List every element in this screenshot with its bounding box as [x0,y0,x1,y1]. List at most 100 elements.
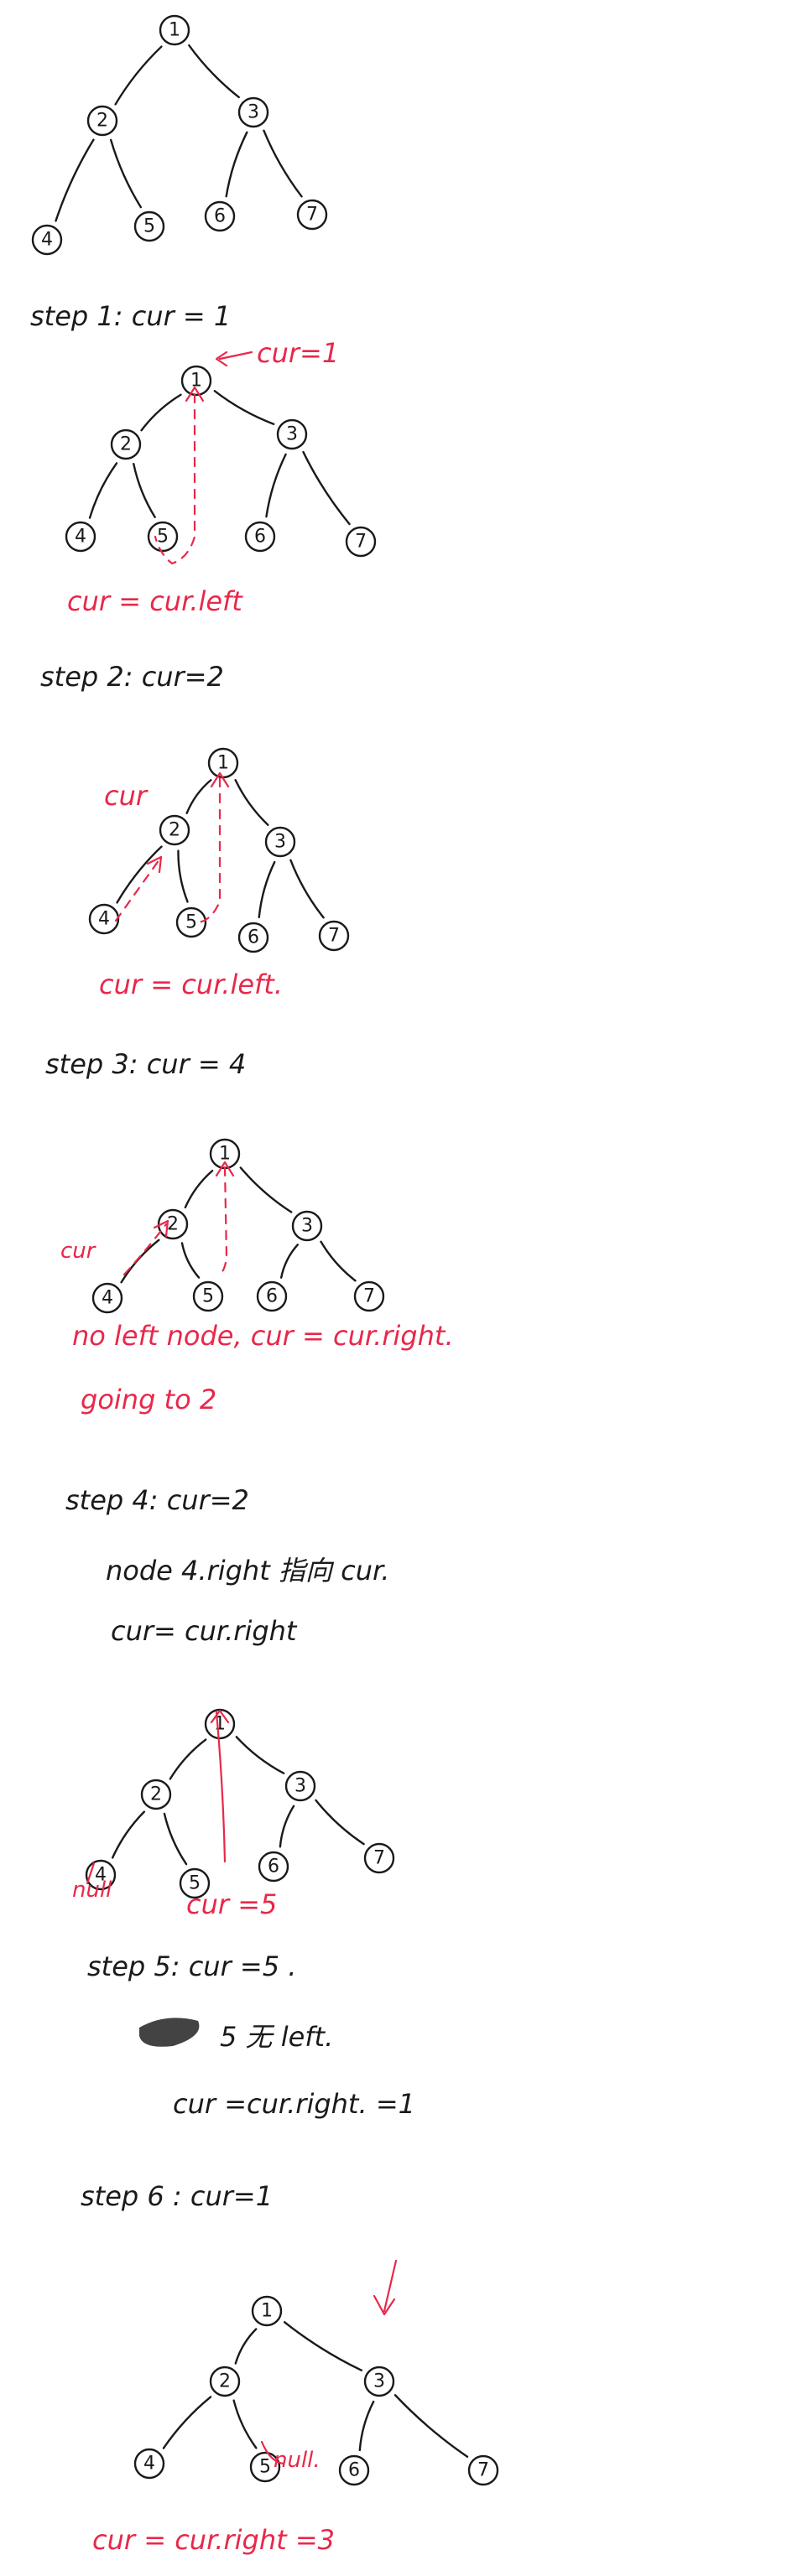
tree-step2-node-n4 [88,903,120,935]
tree-step3-node-n6 [256,1280,288,1312]
step6-annotation-cur: cur = cur.right =3 [92,2524,335,2556]
step1-annotation-move: cur = cur.left [67,585,243,617]
step5-heading: step 5: cur =5 . [87,1950,296,1982]
tree-step4-node-n4 [85,1859,117,1891]
tree-step2-node-n3-label: 3 [274,832,286,853]
step4-thread-line [215,1711,227,1863]
tree-step2-node-n6 [237,922,269,953]
tree-step3-node-n7-label: 7 [363,1286,375,1307]
tree-step4-edge-n2-n4 [111,1810,146,1859]
tree-step2-node-n5 [175,906,207,938]
tree-initial-node-n5 [133,210,165,242]
tree-step6-edge-n2-n4 [162,2396,212,2449]
tree-step3-node-n4-label: 4 [102,1288,113,1309]
tree-initial-node-n1-label: 1 [169,20,180,41]
tree-step1-node-n2 [110,428,142,460]
tree-step3-node-n3-label: 3 [301,1216,313,1237]
tree-step4-node-n6-label: 6 [268,1857,279,1877]
tree-step1-node-n7 [345,526,377,558]
tree-initial-node-n3 [237,96,269,128]
tree-step2-edge-n3-n6 [258,860,276,919]
tree-step4-node-n7 [363,1842,395,1874]
tree-step2-node-n5-label: 5 [185,912,197,933]
step6-pointer-head [373,2294,396,2316]
step4-line-1: node 4.right 指向 cur. [106,1555,389,1587]
step1-arrowhead [185,386,205,402]
tree-step1-edge-n3-n7 [302,450,351,526]
tree-step2-node-n6-label: 6 [248,927,259,948]
tree-step2-node-n4-label: 4 [98,909,110,930]
tree-step3-node-n6-label: 6 [266,1286,278,1307]
tree-initial-node-n3-label: 3 [248,102,259,123]
tree-step3-node-n4 [91,1282,123,1314]
step2-arrowhead [210,771,230,788]
tree-step6-node-n2-label: 2 [219,2371,231,2392]
step4-heading: step 4: cur=2 [65,1484,249,1516]
tree-initial-node-n2 [86,105,118,137]
step2-annotation-cur: cur [104,780,149,812]
tree-step6-node-n1 [251,2295,283,2327]
step2-heading: step 2: cur=2 [40,661,224,693]
tree-step3-node-n7 [353,1280,385,1312]
step4-annotation-cur: cur =5 [186,1888,277,1920]
tree-step6-edge-n2-n5 [232,2399,258,2449]
step3-annotation-cur: cur [60,1239,97,1264]
step6-null-tick [260,2440,285,2465]
tree-step6-node-n5-label: 5 [259,2457,271,2478]
tree-step2-node-n7 [318,920,350,952]
step4-annotation-null: null [72,1877,112,1903]
tree-initial-node-n7-label: 7 [306,205,318,226]
tree-step6-node-n6 [338,2454,370,2486]
tree-step4-edge-n1-n2 [169,1738,207,1780]
tree-step1-node-n6 [244,521,276,553]
step1-cur-pointer-head [215,351,228,367]
tree-initial-edge-n1-n3 [188,44,240,99]
tree-step2-edge-n1-n3 [234,779,269,826]
step5-line-2: cur =cur.right. =1 [173,2088,415,2120]
step3-thread-4-2-head [153,1219,169,1238]
step2-thread-4-2 [114,858,161,922]
tree-step1-node-n7-label: 7 [355,532,367,553]
tree-initial-edge-n2-n4 [55,138,95,222]
tree-step1-node-n4-label: 4 [75,527,86,548]
tree-step6-edge-n1-n2 [234,2328,258,2365]
tree-step2-node-n3 [264,826,296,858]
tree-step6-edge-n3-n7 [394,2394,469,2458]
tree-initial-node-n5-label: 5 [143,216,155,237]
step1-annotation-cur: cur=1 [257,337,339,369]
tree-step1-node-n3-label: 3 [286,424,298,445]
tree-step3-edge-n2-n5 [180,1242,201,1279]
tree-step3-edge-n3-n7 [320,1240,357,1282]
tree-step1-node-n1-label: 1 [190,371,202,392]
tree-step4-node-n5-label: 5 [189,1873,201,1894]
step4-thread-head [210,1709,230,1724]
tree-step6-node-n3 [363,2366,395,2397]
tree-step1-edge-n1-n2 [140,393,182,432]
step1-heading: step 1: cur = 1 [30,300,231,332]
tree-step4-node-n2 [140,1779,172,1810]
step3-annotation-noleft: no left node, cur = cur.right. [72,1320,454,1352]
tree-step3-edge-n2-n4 [120,1239,160,1284]
tree-step1-edge-n2-n5 [133,463,156,518]
tree-step3: 1 2 3 4 5 6 7 [91,1138,385,1314]
tree-initial-edge-n1-n2 [114,45,163,106]
scribbled-out-word [139,2018,200,2047]
tree-step1-node-n4 [65,521,96,553]
tree-step6-node-n5 [249,2451,281,2483]
step3-thread-4-2 [122,1223,168,1276]
tree-step2-edge-n2-n4 [116,845,163,904]
step6-pointer [383,2259,398,2313]
tree-step3-node-n1-label: 1 [219,1144,231,1165]
tree-step3-node-n2-label: 2 [167,1214,179,1235]
tree-step4-node-n4-label: 4 [95,1865,107,1886]
tree-initial-edge-n3-n6 [225,131,248,198]
tree-initial-node-n1 [159,14,190,46]
tree-step3-node-n2 [157,1208,189,1240]
tree-step1-node-n2-label: 2 [120,434,132,455]
step1-thread-arrow [154,392,196,565]
step4-line-2: cur= cur.right [111,1615,298,1647]
tree-step3-node-n5-label: 5 [202,1286,214,1307]
tree-step2-edge-n3-n7 [289,859,325,919]
